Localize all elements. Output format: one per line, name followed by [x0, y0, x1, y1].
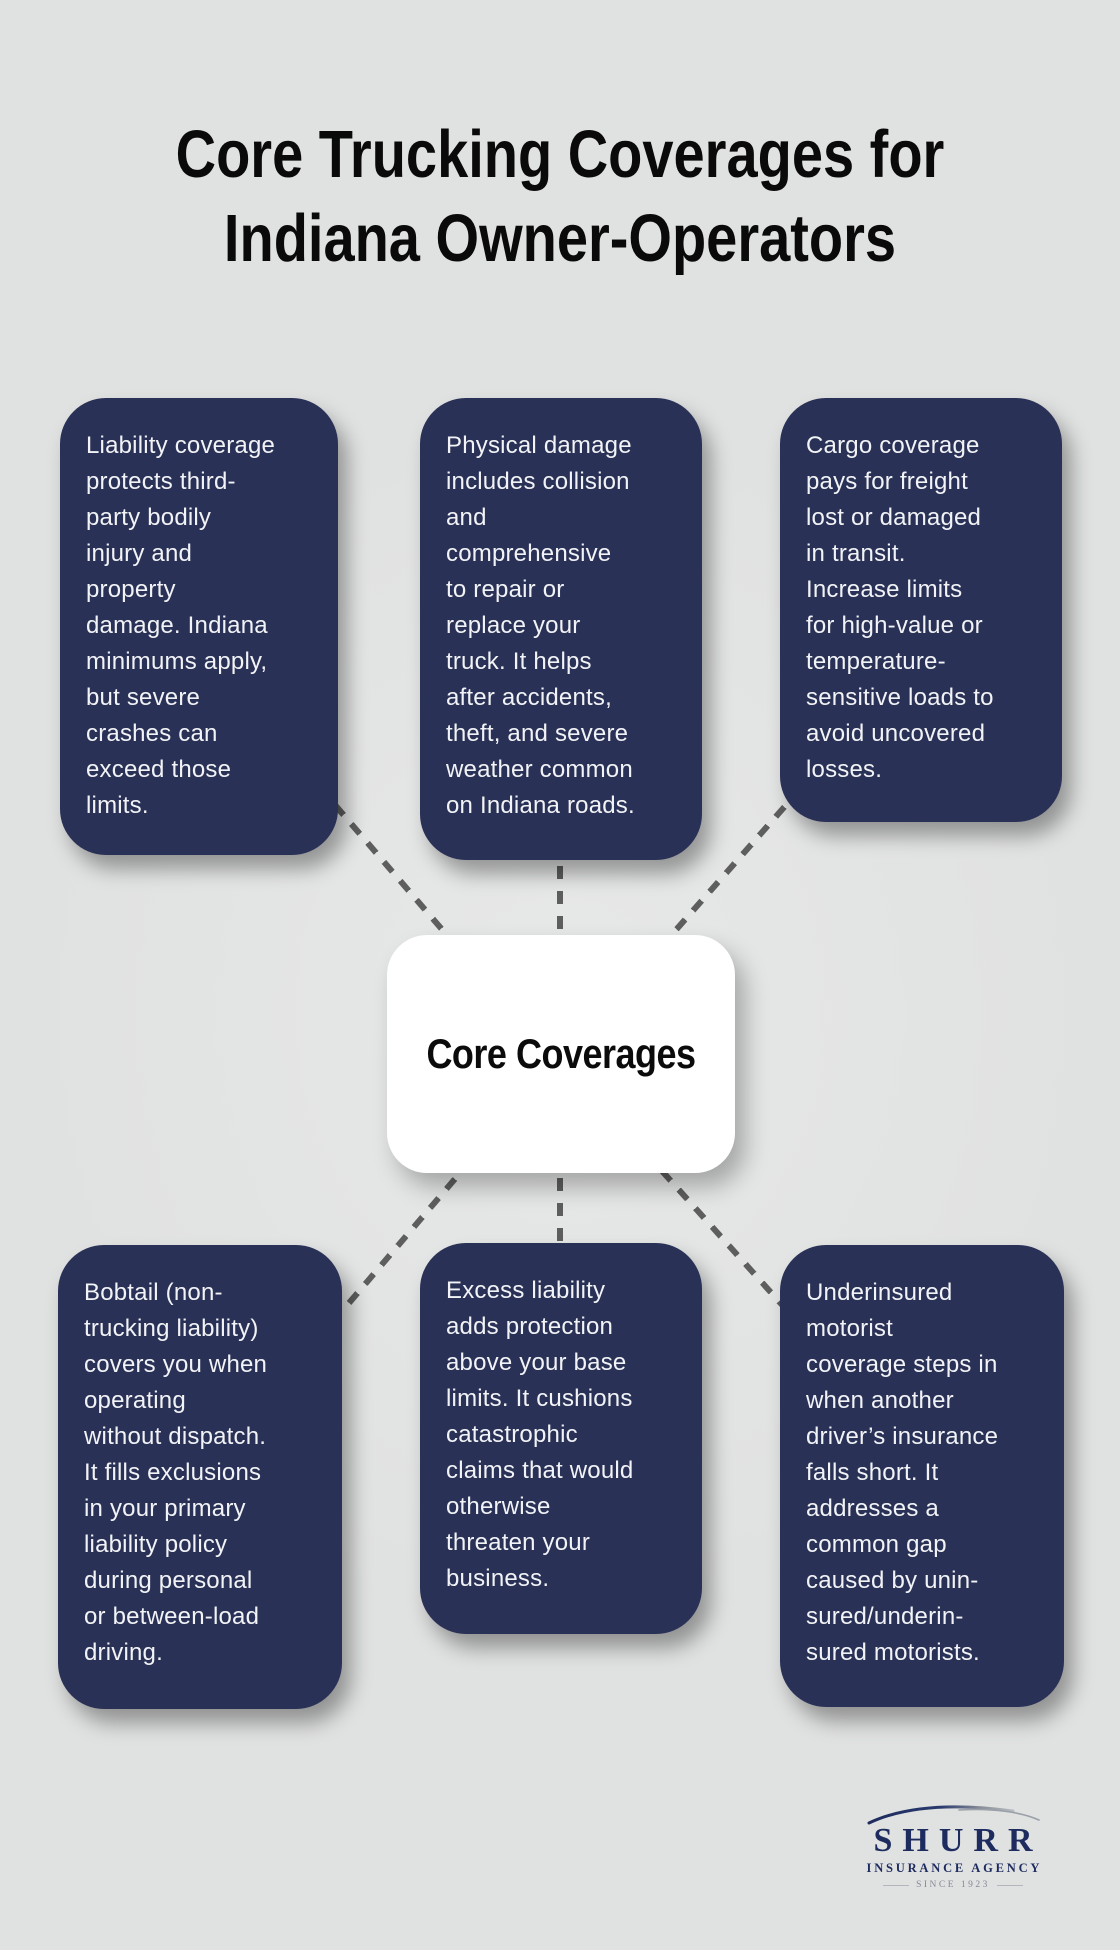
connector-bottom-middle: [557, 1178, 563, 1242]
node-liability: Liability coverage protects third- party…: [60, 398, 338, 855]
node-underinsured-motorist: Underinsured motorist coverage steps in …: [780, 1245, 1064, 1707]
center-node-label: Core Coverages: [426, 1029, 696, 1077]
tagline-rule-right: [996, 1884, 1023, 1886]
node-excess-liability: Excess liability adds protection above y…: [420, 1243, 702, 1634]
shurr-logo: SHURR INSURANCE AGENCY SINCE 1923: [858, 1802, 1048, 1890]
page-title: Core Trucking Coverages for Indiana Owne…: [175, 115, 945, 276]
tagline-rule-left: [883, 1884, 910, 1886]
logo-tagline: SINCE 1923: [916, 1880, 990, 1890]
logo-name: SHURR: [873, 1822, 1043, 1859]
node-cargo: Cargo coverage pays for freight lost or …: [780, 398, 1062, 822]
logo-tagline-row: SINCE 1923: [858, 1880, 1048, 1890]
node-physical-damage: Physical damage includes collision and c…: [420, 398, 702, 860]
center-node: Core Coverages: [387, 935, 735, 1173]
node-bobtail: Bobtail (non- trucking liability) covers…: [58, 1245, 342, 1709]
connector-top-middle: [557, 866, 563, 940]
logo-swoosh-icon: [867, 1805, 1040, 1825]
logo-subtitle: INSURANCE AGENCY: [866, 1861, 1043, 1875]
